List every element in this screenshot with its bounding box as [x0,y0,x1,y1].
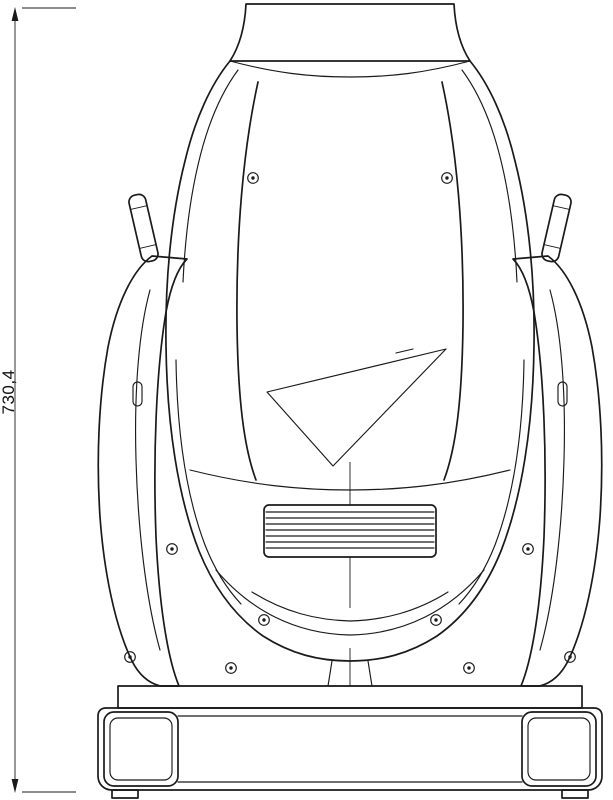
screw-icon [522,543,534,555]
screw-icon [166,543,178,555]
handle-left [128,193,159,263]
vent-frame [263,504,437,558]
front-panel-seam-right [441,81,464,481]
shoulder-seam-left [182,69,239,283]
arrowhead-top-icon [11,7,19,21]
dimension-annotation: 730,4 [0,7,76,793]
head-top-edge [229,60,471,78]
screw-icon [247,172,259,184]
wheel-housing-left-inner [109,717,173,781]
screw-icon [124,651,136,663]
screw-icon [225,662,237,674]
side-seam-left [175,359,242,605]
handle-right-body [541,193,572,263]
neck-line-left [327,660,333,687]
triangle-marking [266,348,447,467]
screw-icon [258,614,270,626]
handle-right [541,193,572,263]
handle-left-collar-bottom [139,244,157,249]
arrowhead-bottom-icon [11,779,19,793]
triangle-tick [395,348,414,354]
lower-shell-curve-inner [251,591,449,622]
screw-icon [564,651,576,663]
head-top-cap [229,3,471,62]
yoke-arm-seam-left [134,289,161,651]
dimension-label: 730,4 [0,369,18,414]
foot-right [561,789,589,799]
vent-grille [263,504,437,558]
yoke-arm-left [97,255,188,687]
wheel-housing-right-inner [527,717,591,781]
neck-line-right [367,660,373,687]
screw-icon [441,172,453,184]
base-top-plate [117,685,583,709]
base-body [97,707,603,791]
handle-right-collar-bottom [543,244,561,249]
handle-left-body [128,193,159,263]
shoulder-seam-right [461,69,518,283]
base-assembly [97,685,603,799]
fixture-head [165,3,535,687]
yoke-arms [97,255,603,687]
lower-shell-curve-outer [215,569,485,636]
arm-slot-left [132,381,143,407]
foot-left [111,789,139,799]
handles [128,193,572,263]
front-panel-seam-left [236,81,259,481]
yoke-arm-right [512,255,603,687]
triangle-outline [266,348,447,467]
screw-icon [430,614,442,626]
screw-icon [463,662,475,674]
arm-slot-right [557,381,568,407]
screws [124,172,576,674]
yoke-arm-seam-right [539,289,566,651]
wheel-housing-right [521,711,597,787]
wheel-housing-left [103,711,179,787]
handle-right-collar-top [552,205,570,210]
side-seam-right [458,359,525,605]
handle-left-collar-top [130,205,148,210]
